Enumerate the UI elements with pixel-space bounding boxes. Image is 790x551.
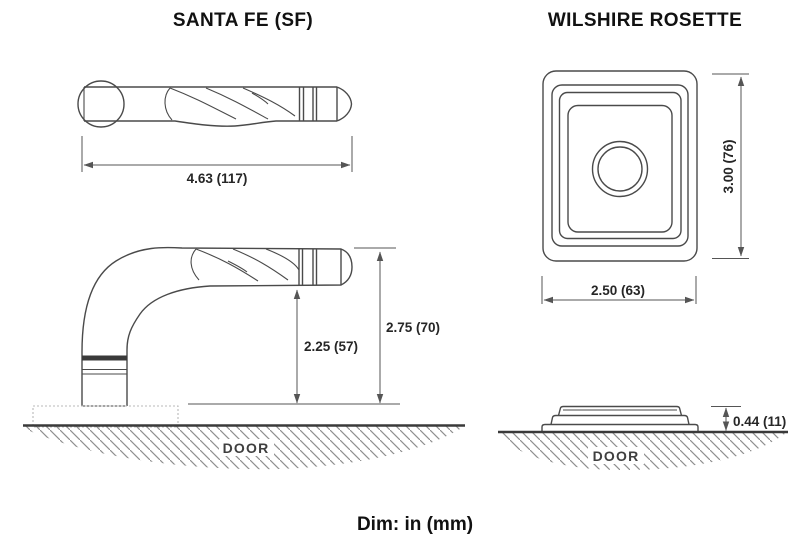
wilshire-rosette-title: WILSHIRE ROSETTE [548,10,742,31]
rosette-base-tier [541,423,699,432]
rosette-side-view [541,405,699,432]
neck-collar-lines [82,368,127,375]
rosette-projection-dimension-label: 0.44 (11) [733,414,786,429]
door-label-background [588,447,644,464]
hub-inner-circle [597,146,643,192]
rosette-front-view [542,70,698,262]
overall-height-dimension-label: 2.75 (70) [386,320,440,335]
rosette-width-dimension: 2.50 (63) [541,276,697,304]
length-dimension: 4.63 (117) [81,136,353,186]
lever-side-view [32,246,353,428]
hub-outer-circle [591,140,649,198]
rosette-width-dimension-label: 2.50 (63) [591,283,645,298]
door-section-left: DOOR [23,424,465,470]
rosette-second-ring [551,84,689,247]
lever-tip-nose [336,86,353,122]
lever-top-view [77,80,353,128]
neck-collar-band [82,355,127,361]
length-dimension-label: 4.63 (117) [187,171,248,186]
twist-detail-lines [190,248,300,282]
rosette-outer-ring [542,70,698,262]
grip-band-lines [298,249,342,286]
rosette-circle-top-view [77,80,125,128]
door-label-background [219,439,274,456]
santa-fe-title: SANTA FE (SF) [173,10,313,31]
rosette-top-tier [557,405,683,416]
grip-height-dimension-label: 2.25 (57) [304,339,358,354]
twist-detail-lines [164,87,296,121]
rosette-inner-panel [567,104,673,233]
door-section-right: DOOR [498,430,788,471]
rosette-projection-dimension: 0.44 (11) [711,406,786,431]
units-note: Dim: in (mm) [357,514,473,535]
rosette-third-ring [558,91,682,240]
lever-side-outline [81,246,353,406]
lever-bottom-edge [84,120,337,127]
rosette-height-dimension: 3.00 (76) [712,73,749,259]
door-label: DOOR [593,448,640,464]
door-label: DOOR [223,440,270,456]
hidden-rosette-outline [32,405,179,428]
grip-band-lines [298,87,338,121]
rosette-middle-tier [550,414,690,425]
height-dimensions: 2.25 (57) 2.75 (70) [188,247,440,405]
rosette-height-dimension-label: 3.00 (76) [721,139,736,193]
